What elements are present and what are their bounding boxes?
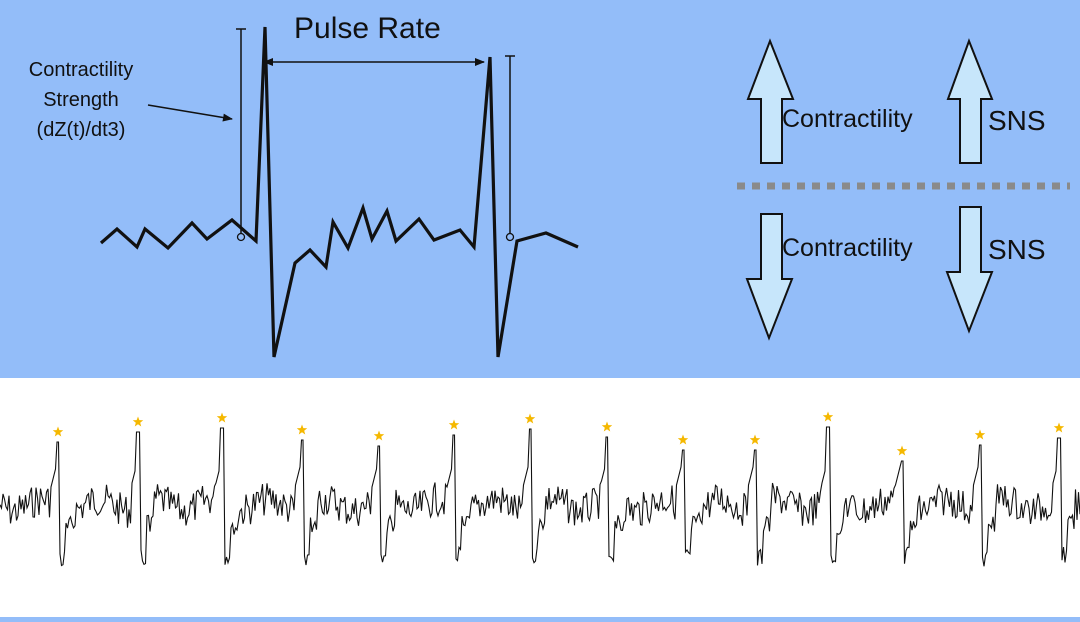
sns-down-arrow (945, 206, 994, 334)
star-icon (601, 421, 613, 432)
star-icon (373, 430, 385, 441)
star-icon (822, 411, 834, 422)
impedance-waveform (99, 26, 579, 358)
star-icon (1053, 422, 1065, 433)
contractility-decrease-label: Contractility (782, 234, 913, 262)
star-icon (896, 445, 908, 456)
schematic-waveform (99, 26, 1070, 358)
star-icon (52, 426, 64, 437)
star-icon (974, 429, 986, 440)
sns-increase-label: SNS (988, 105, 1046, 136)
annotation-line-1: Contractility (28, 59, 134, 81)
star-icon (448, 419, 460, 430)
annotation-line-2: Strength (43, 89, 119, 111)
sns-up-arrow (946, 38, 994, 164)
star-icon (296, 424, 308, 435)
star-icon (216, 412, 228, 423)
annotation-pointer-arrow (147, 104, 233, 122)
star-icon (677, 434, 689, 445)
signal-waveform (0, 426, 1080, 567)
signal-trace (0, 411, 1080, 567)
star-icon (132, 416, 144, 427)
star-icon (749, 434, 761, 445)
contractility-increase-label: Contractility (782, 105, 913, 133)
bottom-border (0, 617, 1080, 622)
pulse-rate-title: Pulse Rate (294, 12, 441, 45)
sns-decrease-label: SNS (988, 234, 1046, 265)
contractility-down-arrow (745, 213, 794, 341)
contractility-strength-annotation: Contractility Strength (dZ(t)/dt3) (6, 55, 156, 145)
annotation-line-3: (dZ(t)/dt3) (36, 119, 126, 141)
signal-trace-panel (0, 378, 1080, 617)
contractility-up-arrow (746, 38, 795, 164)
schematic-panel: Contractility Strength (dZ(t)/dt3) Pulse… (6, 12, 1070, 358)
star-icon (524, 413, 536, 424)
